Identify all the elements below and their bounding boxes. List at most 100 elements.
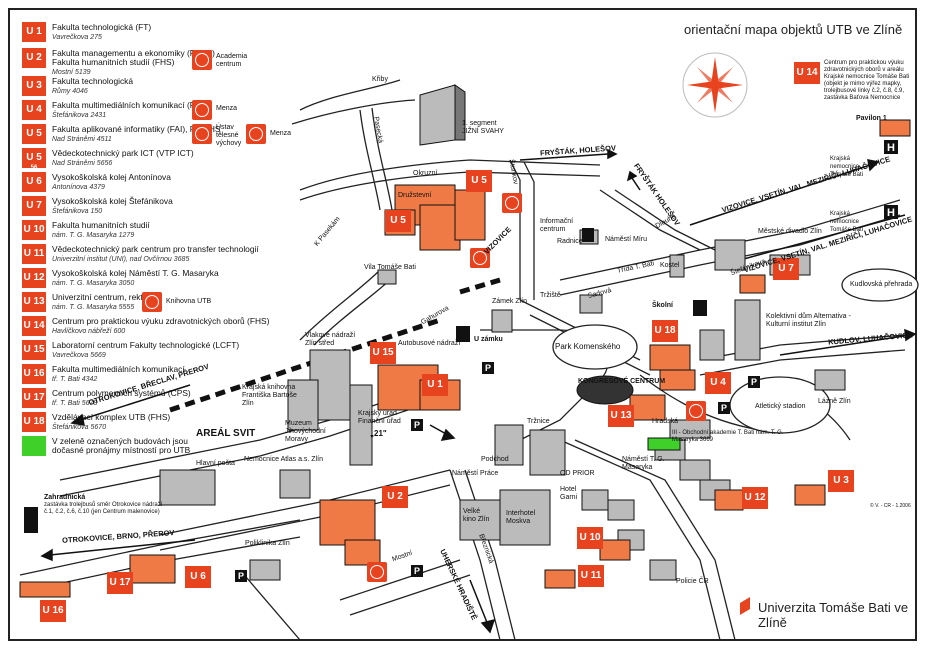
stop-label: Zahradnická: [44, 494, 86, 501]
map-badge-u6[interactable]: U 6: [185, 566, 211, 588]
square-label: Náměstí T. G. Masaryka: [622, 456, 665, 471]
building-badge: U 2: [22, 48, 46, 68]
svg-text:H: H: [887, 142, 895, 154]
hotel-label: Hotel Garni: [560, 486, 578, 501]
building-badge: U 7: [22, 196, 46, 216]
legend-item[interactable]: U 12 Vysokoškolská kolej Náměstí T. G. M…: [22, 268, 292, 290]
building-badge: U 10: [22, 220, 46, 240]
legend-label: Vysokoškolská kolej Náměstí T. G. Masary…: [52, 268, 219, 278]
square-label: Náměstí Míru: [605, 236, 648, 243]
stop-label: U zámku: [474, 336, 503, 343]
building-badge: U 3: [22, 76, 46, 96]
legend-label: Vysokoškolská kolej Štefánikova: [52, 196, 173, 206]
map-badge-u10[interactable]: U 10: [577, 527, 603, 549]
map-badge-u11[interactable]: U 11: [578, 565, 604, 587]
map-badge-u1[interactable]: U 1: [422, 374, 448, 396]
info-label: Informační centrum: [540, 218, 574, 233]
utb-logo-icon: [740, 597, 750, 615]
building-badge: U 5: [22, 124, 46, 144]
canteen-icon: [502, 193, 522, 213]
legend-item[interactable]: U 15 Laboratorní centrum Fakulty technol…: [22, 340, 292, 362]
legend-label: Fakulta managementu a ekonomiky (FaME): [52, 48, 215, 58]
building-badge: U 13: [22, 292, 46, 312]
map-badge-u3[interactable]: U 3: [828, 470, 854, 492]
legend-label: Univerzitní centrum, rektorát: [52, 292, 158, 302]
vila-label: Vila Tomáše Bati: [364, 264, 416, 271]
map-badge-u13[interactable]: U 13: [608, 405, 634, 427]
legend-item[interactable]: U 4 Fakulta multimediálních komunikací (…: [22, 100, 292, 122]
map-badge-u15[interactable]: U 15: [370, 342, 396, 364]
green-badge: [22, 436, 46, 456]
academia-label: Academia centrum: [216, 53, 248, 68]
office-label: Krajský úřad Finanční úřad: [358, 410, 401, 425]
map-badge-u16[interactable]: U 16: [40, 600, 66, 622]
legend-address: Vavrečkova 5669: [52, 352, 106, 359]
sport-icon: [192, 124, 212, 144]
theatre-label: Městské divadlo Zlín: [758, 228, 822, 235]
parking-icon: P: [235, 570, 247, 582]
legend-label: Fakulta multimediálních komunikací: [52, 364, 185, 374]
map-badge-u12[interactable]: U 12: [742, 487, 768, 509]
legend-label: Vysokoškolská kolej Antonínova: [52, 172, 171, 182]
polyclinic-label: Poliklinika Zlín: [245, 540, 290, 547]
street-label: Okruzní: [413, 170, 438, 177]
legend-item[interactable]: U 5 Fakulta aplikované informatiky (FAI)…: [22, 124, 292, 147]
legend-item[interactable]: U 2 Fakulta managementu a ekonomiky (FaM…: [22, 48, 292, 76]
hospital-label: Krajská nemocnice Tomáše Bati: [830, 156, 864, 178]
building-badge: U 18: [22, 412, 46, 432]
legend-label: Centrum polymerních systémů (CPS): [52, 388, 191, 398]
map-badge-u4[interactable]: U 4: [705, 372, 731, 394]
legend-item[interactable]: U 18 Vzdělávací komplex UTB (FHS)Štefáni…: [22, 412, 292, 434]
parking-icon: P: [411, 565, 423, 577]
legend-address: Nad Stráněmi 4511: [52, 136, 112, 143]
map-badge-u17[interactable]: U 17: [107, 572, 133, 594]
legend-address: Štefánikova 2431: [52, 112, 107, 119]
legend-address: Štefánikova 150: [52, 208, 103, 215]
legend-address: Vavrečkova 275: [52, 34, 102, 41]
underpass-label: Podchod: [481, 456, 509, 463]
segment-label: 1. segment JIŽNÍ SVAHY: [462, 120, 504, 135]
stop-detail-label: zastávka trolejbusů směr Otrokovice nádr…: [44, 502, 163, 515]
station-label: Vlakové nádraží Zlín střed: [305, 332, 356, 347]
map-badge-u5-56[interactable]: U 5: [385, 210, 411, 232]
library-building-label: Krajská knihovna Františka Bartoše Zlín: [242, 384, 297, 407]
building-badge: U 11: [22, 244, 46, 264]
legend-item[interactable]: U 11 Vědeckotechnický park centrum pro t…: [22, 244, 292, 266]
library-label: Knihovna UTB: [166, 298, 212, 305]
police-label: Policie ČR: [676, 578, 709, 585]
map-badge-u7[interactable]: U 7: [773, 258, 799, 280]
legend-item[interactable]: U 17 Centrum polymerních systémů (CPS)tř…: [22, 388, 292, 410]
legend-item[interactable]: U 1 Fakulta technologická (FT)Vavrečkova…: [22, 22, 292, 44]
building-badge: U 15: [22, 340, 46, 360]
cinema-label: Velké kino Zlín: [463, 508, 490, 523]
legend-address: Štefánikova 5670: [52, 424, 107, 431]
legend-label: dočasné pronájmy místností pro UTB: [52, 445, 191, 455]
hospital-label: Krajská nemocnice Tomáše Bati: [830, 211, 864, 233]
legend-address: tř. T. Bati 4342: [52, 376, 98, 383]
parking-icon: P: [718, 402, 730, 414]
legend-address: nám. T. G. Masaryka 3050: [52, 280, 135, 287]
building-badge: U 12: [22, 268, 46, 288]
street-label: Školní: [652, 302, 674, 309]
map-badge-u18[interactable]: U 18: [652, 320, 678, 342]
legend-item[interactable]: U 14 Centrum pro praktickou výuku zdravo…: [22, 316, 292, 338]
congress-label: KONGRESOVÉ CENTRUM: [578, 378, 666, 385]
street-label: Křiby: [372, 76, 388, 83]
map-badge-u14[interactable]: U 14: [794, 62, 820, 84]
parking-icon: P: [482, 362, 494, 374]
map-badge-u5[interactable]: U 5: [466, 170, 492, 192]
legend-label: Vědeckotechnický park centrum pro transf…: [52, 244, 259, 254]
legend-label: Fakulta technologická: [52, 76, 134, 86]
building-badge: U 4: [22, 100, 46, 120]
building-badge: U 17: [22, 388, 46, 408]
canteen-icon: [246, 124, 266, 144]
map-badge-u2[interactable]: U 2: [382, 486, 408, 508]
